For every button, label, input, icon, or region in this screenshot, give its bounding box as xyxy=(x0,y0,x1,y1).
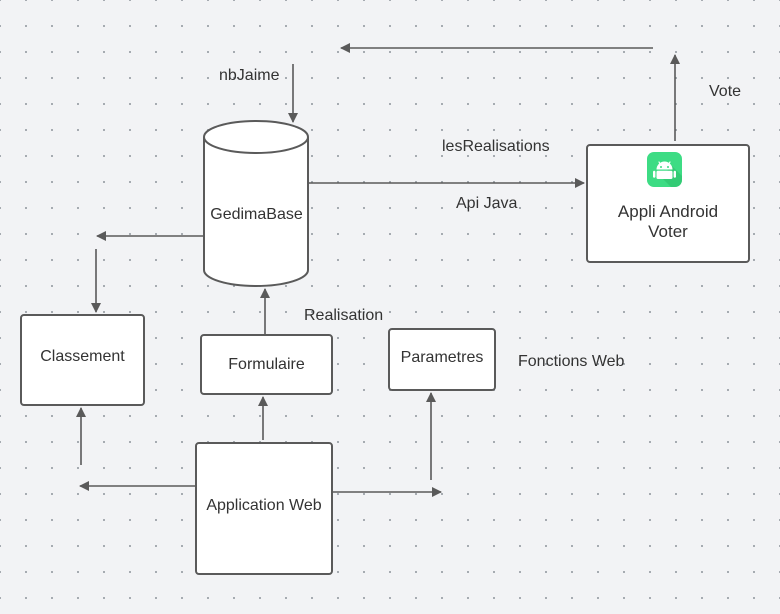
android-app-title: Appli Android Voter xyxy=(618,172,718,242)
api-java-label: Api Java xyxy=(456,195,518,212)
parametres-box[interactable]: Parametres xyxy=(388,328,496,391)
parametres-label: Parametres xyxy=(400,348,484,366)
database-cylinder xyxy=(203,120,309,287)
android-app-line1: Appli Android xyxy=(617,202,719,221)
nbjaime-label: nbJaime xyxy=(219,67,280,84)
classement-label: Classement xyxy=(40,348,125,365)
formulaire-label: Formulaire xyxy=(228,355,305,373)
android-app-line2: Voter xyxy=(648,222,688,241)
les-realisations-label: lesRealisations xyxy=(442,138,550,155)
android-icon xyxy=(647,152,682,187)
classement-box[interactable]: Classement xyxy=(20,314,145,406)
realisation-label: Realisation xyxy=(304,307,384,324)
fonctions-web-label: Fonctions Web xyxy=(518,353,625,370)
application-web-box[interactable]: Application Web xyxy=(195,442,333,575)
application-web-label: Application Web xyxy=(206,496,322,514)
formulaire-box[interactable]: Formulaire xyxy=(200,334,333,395)
database-label: GedimaBase xyxy=(210,206,303,223)
vote-label: Vote xyxy=(709,83,742,100)
